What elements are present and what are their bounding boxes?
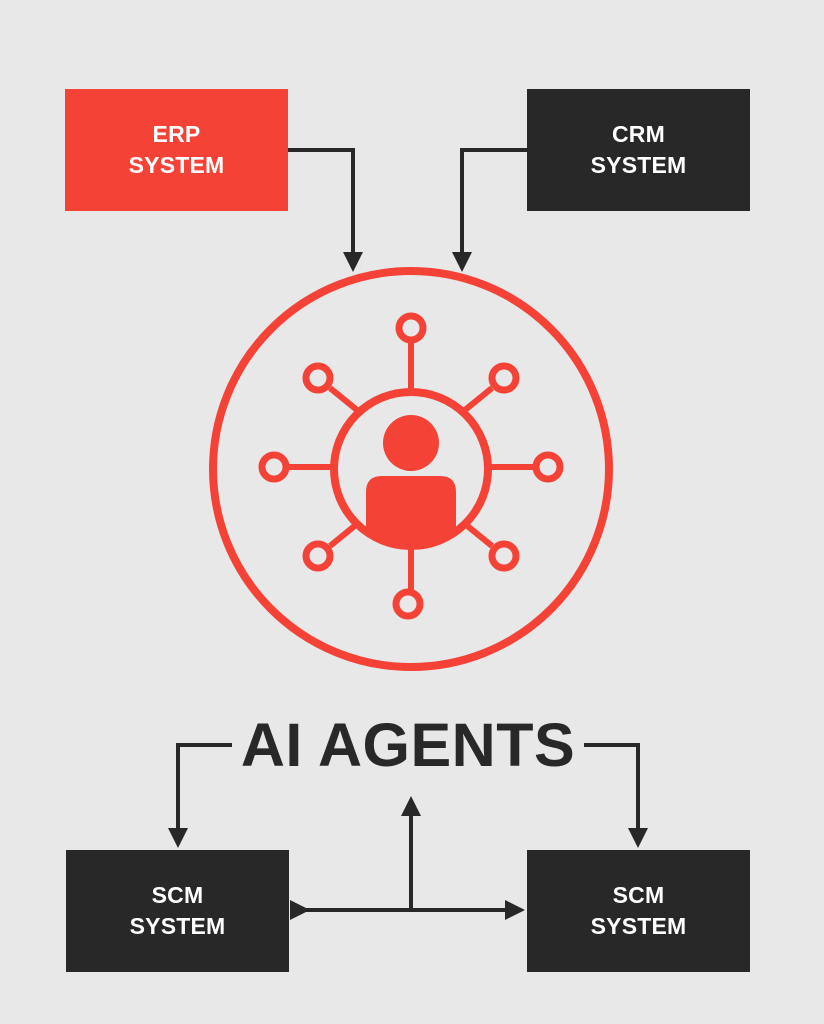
scm-right-label-line2: SYSTEM <box>590 913 687 939</box>
ai-agents-title: AI AGENTS <box>240 711 576 779</box>
network-nodes <box>258 312 564 620</box>
node-spokes <box>288 342 534 590</box>
arrow-agents-to-left-scm <box>168 743 232 848</box>
crm-system-box: CRM SYSTEM <box>527 89 750 211</box>
ai-agent-network-icon <box>209 267 613 671</box>
scm-system-box-left: SCM SYSTEM <box>66 850 289 972</box>
person-body <box>366 476 456 548</box>
node-right <box>532 451 564 483</box>
arrow-crm-to-hub <box>452 148 527 272</box>
arrow-agents-to-right-scm <box>584 743 648 848</box>
node-bottom <box>392 588 424 620</box>
scm-left-label-line1: SCM <box>151 882 204 908</box>
node-left <box>258 451 290 483</box>
hub-outer-ring <box>209 267 613 671</box>
person-head <box>383 415 439 471</box>
scm-system-box-right: SCM SYSTEM <box>527 850 750 972</box>
arrow-erp-to-hub <box>288 148 363 272</box>
crm-system-label-line1: CRM <box>612 121 665 147</box>
crm-system-label-line2: SYSTEM <box>590 152 687 178</box>
erp-system-label-line2: SYSTEM <box>128 152 225 178</box>
node-bottom-left <box>302 540 334 572</box>
node-bottom-right <box>488 540 520 572</box>
person-icon <box>366 415 456 548</box>
scm-right-label-line1: SCM <box>612 882 665 908</box>
node-top <box>395 312 427 344</box>
erp-system-box: ERP SYSTEM <box>65 89 288 211</box>
node-top-right <box>488 362 520 394</box>
node-top-left <box>302 362 334 394</box>
scm-left-label-line2: SYSTEM <box>129 913 226 939</box>
erp-system-label-line1: ERP <box>152 121 201 147</box>
